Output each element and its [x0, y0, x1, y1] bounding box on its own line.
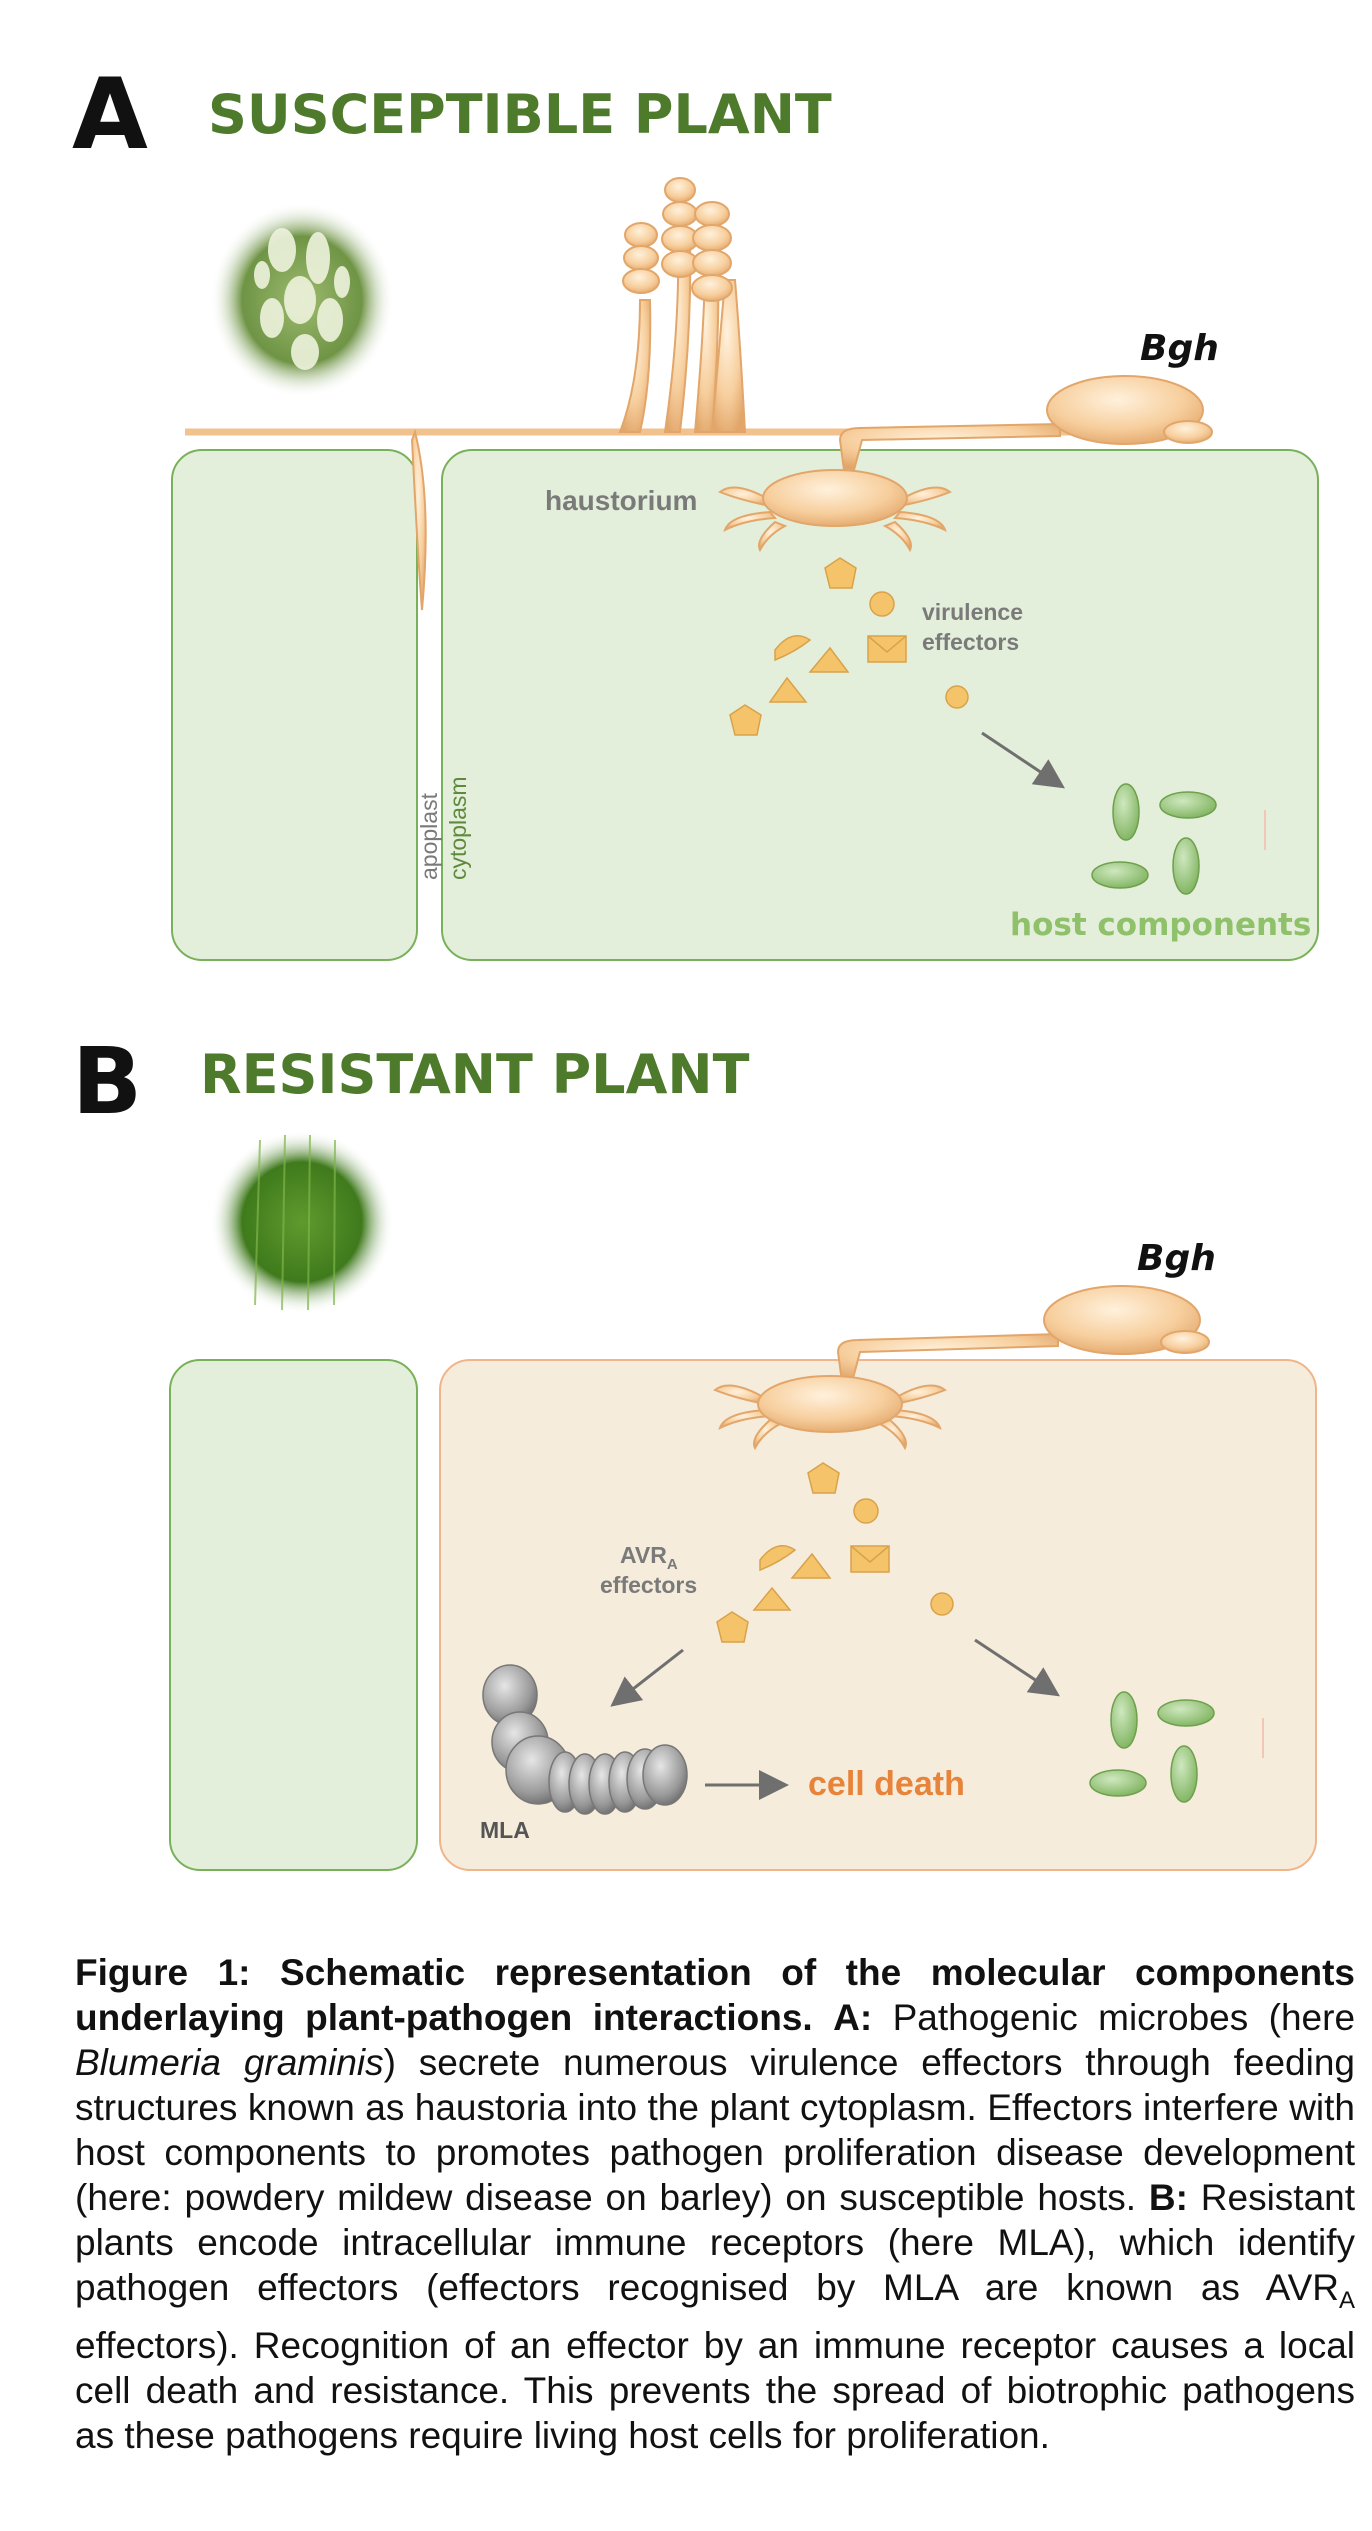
caption-b-label: B:	[1148, 2177, 1188, 2218]
panel-b-title: RESISTANT PLANT	[200, 1043, 750, 1106]
apoplast-label: apoplast	[416, 792, 442, 880]
caption-b-text-2: effectors). Recognition of an effector b…	[75, 2325, 1355, 2456]
host-components-b	[1089, 1691, 1215, 1803]
mla-label: MLA	[480, 1817, 530, 1843]
panel-b-letter: B	[72, 1028, 142, 1135]
haustorium-b	[713, 1375, 947, 1451]
infected-leaf-image	[210, 202, 394, 398]
bgh-spore	[838, 375, 1213, 471]
caption-figure-title: Schematic representation of the molecula…	[75, 1952, 1355, 2038]
panel-a: A SUSCEPTIBLE PLANT	[72, 58, 1319, 961]
mla-receptor	[482, 1664, 688, 1815]
avr-label-main: AVR	[620, 1542, 667, 1568]
penetration-peg	[410, 428, 427, 611]
caption-a-text-2: ) secrete numerous virulence effectors t…	[75, 2042, 1356, 2218]
cytoplasm-label: cytoplasm	[445, 776, 471, 880]
virulence-effectors	[729, 557, 969, 736]
interference-arrow	[981, 731, 1065, 789]
avr-label-line1: AVRA	[620, 1542, 678, 1573]
infected-cell	[441, 449, 1319, 961]
healthy-leaf-image	[210, 1130, 394, 1314]
resistant-cell	[439, 1359, 1317, 1871]
host-components-label: host components	[1010, 907, 1311, 943]
caption-a-text-1: Pathogenic microbes (here	[892, 1997, 1356, 2038]
caption-figure-label: Figure 1:	[75, 1952, 251, 1993]
panel-a-title: SUSCEPTIBLE PLANT	[208, 83, 832, 146]
cell-death-label: cell death	[808, 1765, 965, 1803]
panel-a-letter: A	[72, 58, 148, 172]
conidiophores	[618, 177, 747, 433]
pathogen-label-b: Bgh	[1137, 1238, 1216, 1279]
haustorium-label: haustorium	[545, 485, 697, 516]
caption-b-text-1: Resistant plants encode intracellular im…	[75, 2177, 1356, 2308]
recognition-arrow	[610, 1648, 684, 1707]
figure-diagram: A SUSCEPTIBLE PLANT	[72, 58, 1319, 1871]
caption-a-label: A:	[833, 1997, 873, 2038]
avr-label-sub: A	[667, 1556, 678, 1573]
figure-caption: Figure 1: Schematic representation of th…	[75, 1950, 1355, 2458]
bgh-spore-b	[836, 1285, 1210, 1383]
pathogen-label: Bgh	[1140, 328, 1219, 369]
neighbor-cell-b	[169, 1359, 418, 1871]
effectors-label-line1: virulence	[922, 599, 1023, 625]
neighbor-cell	[171, 449, 418, 961]
host-components	[1091, 783, 1217, 895]
caption-b-subscript: A	[1338, 2287, 1355, 2314]
avr-effectors	[716, 1462, 954, 1643]
haustorium	[718, 469, 952, 553]
avr-label-line2: effectors	[600, 1572, 697, 1598]
panel-b: B RESISTANT PLANT Bgh	[72, 1028, 1317, 1871]
caption-species: Blumeria graminis	[75, 2042, 384, 2083]
interference-arrow-b	[974, 1638, 1061, 1697]
effectors-label-line2: effectors	[922, 629, 1019, 655]
